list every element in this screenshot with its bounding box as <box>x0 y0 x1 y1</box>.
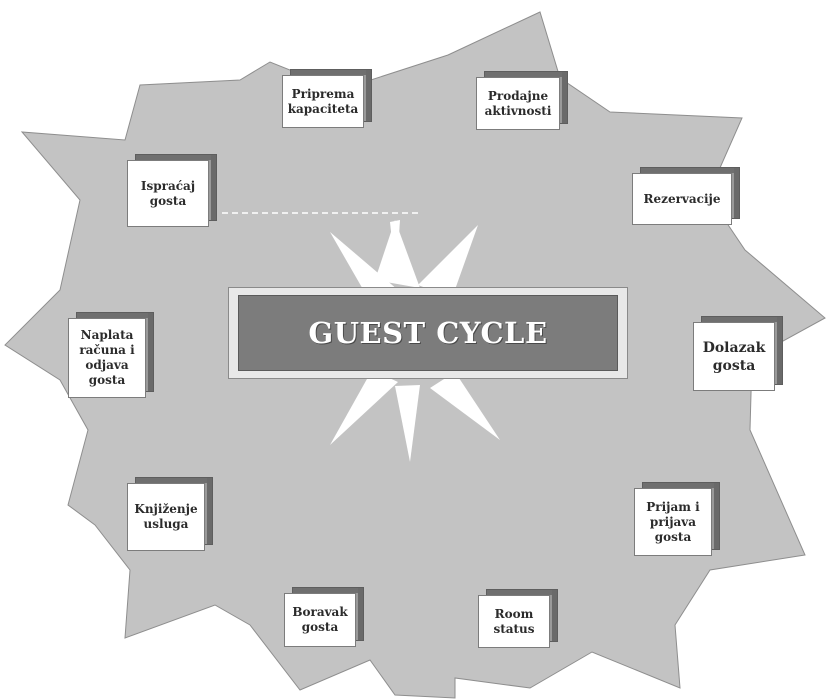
stage-boravak-gosta: Boravak gosta <box>284 587 364 647</box>
stage-label-line: Prijam i <box>646 499 700 514</box>
stage-prodajne-aktivnosti: Prodajne aktivnosti <box>476 71 568 130</box>
stage-label-line: Prodajne <box>487 88 549 103</box>
stage-label-line: aktivnosti <box>484 103 552 118</box>
stage-label-line: kapaciteta <box>287 101 359 116</box>
stage-label-line: prijava <box>649 514 697 529</box>
stage-label-line: status <box>493 621 535 636</box>
stage-ispracaj-gosta: Ispraćaj gosta <box>127 154 217 227</box>
stage-knjizenje-usluga: Knjiženje usluga <box>127 477 213 551</box>
card-face: Prodajne aktivnosti <box>476 77 560 130</box>
stage-label-line: Knjiženje <box>134 502 198 516</box>
stage-label-line: Rezervacije <box>643 191 721 206</box>
stage-priprema-kapaciteta: Priprema kapaciteta <box>282 69 372 128</box>
title-box: GUEST CYCLE <box>238 295 618 371</box>
stage-label-line: usluga <box>143 517 189 531</box>
card-face: Dolazak gosta <box>693 322 775 391</box>
card-face: Prijam i prijava gosta <box>634 488 712 556</box>
stage-dolazak-gosta: Dolazak gosta <box>693 316 783 391</box>
stage-rezervacije: Rezervacije <box>632 167 740 225</box>
stage-naplata-racuna-i-odjava-gosta: Naplata računa i odjava gosta <box>68 312 154 398</box>
card-face: Boravak gosta <box>284 593 356 647</box>
card-face: Knjiženje usluga <box>127 483 205 551</box>
card-face: Naplata računa i odjava gosta <box>68 318 146 398</box>
stage-label-line: gosta <box>654 529 692 544</box>
stage-label-line: Room <box>494 606 534 621</box>
card-face: Ispraćaj gosta <box>127 160 209 227</box>
card-face: Rezervacije <box>632 173 732 225</box>
stage-label-line: gosta <box>301 620 339 634</box>
stage-label-line: Dolazak <box>702 339 766 356</box>
stage-label-line: Priprema <box>291 86 355 101</box>
stage-label-line: gosta <box>88 373 126 387</box>
diagram-title: GUEST CYCLE <box>308 316 548 350</box>
stage-label-line: gosta <box>712 357 756 374</box>
card-face: Room status <box>478 595 550 648</box>
stage-label-line: Naplata <box>80 328 134 342</box>
stage-label-line: Boravak <box>292 605 348 619</box>
stage-label-line: Ispraćaj <box>140 178 196 193</box>
stage-label-line: odjava <box>85 358 129 372</box>
card-face: Priprema kapaciteta <box>282 75 364 128</box>
stage-label-line: gosta <box>149 193 187 208</box>
stage-prijam-i-prijava-gosta: Prijam i prijava gosta <box>634 482 720 556</box>
stage-room-status: Room status <box>478 589 558 648</box>
stage-label-line: računa i <box>79 343 135 357</box>
